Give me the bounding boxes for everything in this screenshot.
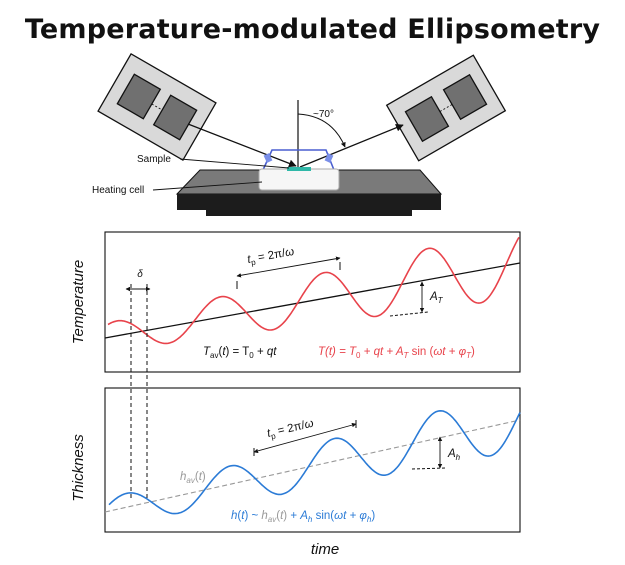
time-axis-label: time xyxy=(311,541,339,558)
temperature-period-arrow xyxy=(236,256,341,278)
ellipsometer-setup: ~70° Sample Heating cell xyxy=(92,53,507,216)
angle-arc xyxy=(297,113,346,148)
thickness-average-line xyxy=(104,419,521,513)
thickness-average-label: hav(t) xyxy=(180,471,206,485)
thickness-full-equation: h(t) ~ hav(t) + Ah sin(ωt + φh) xyxy=(231,510,375,524)
temperature-average-line xyxy=(104,262,521,339)
temperature-frame xyxy=(104,231,521,373)
figure-title: Temperature-modulated Ellipsometry xyxy=(24,14,601,45)
thickness-axis-label: Thickness xyxy=(70,434,87,502)
thickness-period-arrow xyxy=(253,422,357,454)
phase-lag-label: δ xyxy=(137,269,143,280)
temperature-amplitude-label: AT xyxy=(429,291,444,305)
thickness-period-label: tp = 2π/ω xyxy=(266,418,315,442)
temperature-average-equation: Tav(t) = T0 + qt xyxy=(203,346,277,360)
source-component-2 xyxy=(152,94,198,141)
thickness-curve xyxy=(108,409,521,515)
temperature-panel: Temperature δ tp = 2π/ω AT Tav(t) = T0 +… xyxy=(70,231,521,373)
temperature-full-equation: T(t) = T0 + qt + AT sin (ωt + φT) xyxy=(318,346,475,360)
sample xyxy=(287,167,311,171)
light-source-module xyxy=(97,53,217,161)
sample-label: Sample xyxy=(137,154,171,165)
heating-cell xyxy=(258,168,340,191)
thickness-amplitude-label: Ah xyxy=(447,448,461,462)
incident-beam xyxy=(187,123,297,168)
reflected-beam xyxy=(299,124,404,168)
detector-housing xyxy=(385,54,507,162)
thickness-panel: Thickness tp = 2π/ω Ah hav(t) h(t) ~ hav… xyxy=(70,387,521,533)
temperature-period-label: tp = 2π/ω xyxy=(246,246,295,268)
temperature-axis-label: Temperature xyxy=(70,260,87,345)
thickness-frame xyxy=(104,387,521,533)
temperature-curve xyxy=(107,236,520,345)
stage-base xyxy=(177,194,441,210)
detector-module xyxy=(385,54,507,162)
angle-label: ~70° xyxy=(313,109,334,120)
heating-cell-label: Heating cell xyxy=(92,185,144,196)
